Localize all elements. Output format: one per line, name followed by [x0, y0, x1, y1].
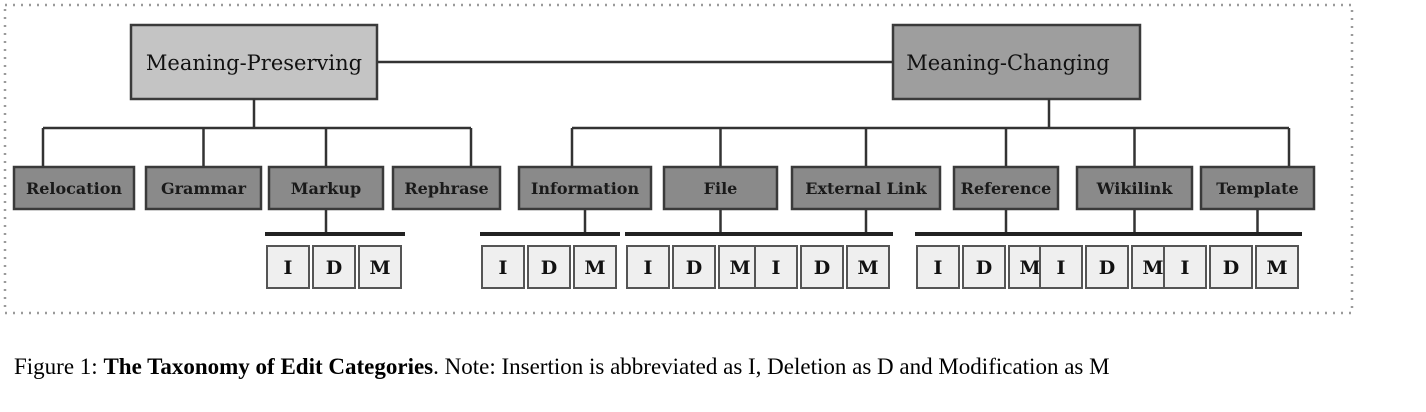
subcategory-file-d: D — [672, 245, 716, 289]
category-grammar: Grammar — [144, 165, 263, 211]
category-label: Markup — [291, 179, 361, 198]
taxonomy-diagram: Meaning-Preserving Meaning-Changing Relo… — [3, 3, 1354, 315]
category-external-link: External Link — [790, 165, 942, 211]
subcategory-label: D — [1223, 257, 1239, 279]
subcategory-wikilink-d: D — [1085, 245, 1129, 289]
subcategory-label: I — [772, 257, 781, 279]
subcategory-template-m: M — [1255, 245, 1299, 289]
subcategory-template-d: D — [1209, 245, 1253, 289]
subcategory-information-m: M — [573, 245, 617, 289]
subcategory-markup-d: D — [312, 245, 356, 289]
node-meaning-preserving-label: Meaning-Preserving — [146, 51, 362, 75]
category-file: File — [662, 165, 779, 211]
subcategory-label: I — [1181, 257, 1190, 279]
category-relocation: Relocation — [12, 165, 136, 211]
subcategory-label: M — [857, 257, 878, 279]
subcategory-label: I — [284, 257, 293, 279]
subcategory-label: I — [644, 257, 653, 279]
category-markup: Markup — [267, 165, 385, 211]
subcategory-label: D — [1099, 257, 1115, 279]
subcategory-wikilink-i: I — [1039, 245, 1083, 289]
subcategory-label: M — [369, 257, 390, 279]
category-label: Template — [1216, 179, 1298, 198]
subcategory-label: I — [934, 257, 943, 279]
subcategory-label: M — [1142, 257, 1163, 279]
subcategory-label: D — [326, 257, 342, 279]
subcategory-external-link-i: I — [754, 245, 798, 289]
subcategory-label: M — [584, 257, 605, 279]
diagram-frame — [3, 3, 1354, 315]
category-label: Reference — [961, 179, 1052, 198]
caption-title: The Taxonomy of Edit Categories — [103, 354, 434, 379]
subcategory-label: D — [541, 257, 557, 279]
figure-caption: Figure 1: The Taxonomy of Edit Categorie… — [14, 354, 1110, 380]
subcategory-label: M — [1019, 257, 1040, 279]
category-label: Rephrase — [404, 179, 488, 198]
node-meaning-changing-label: Meaning-Changing — [906, 51, 1110, 75]
category-rephrase: Rephrase — [391, 165, 502, 211]
subcategory-external-link-m: M — [846, 245, 890, 289]
node-meaning-preserving: Meaning-Preserving — [129, 23, 379, 101]
subcategory-template-i: I — [1163, 245, 1207, 289]
subcategory-label: D — [686, 257, 702, 279]
subcategory-reference-i: I — [916, 245, 960, 289]
subcategory-label: I — [1057, 257, 1066, 279]
subcategory-external-link-d: D — [800, 245, 844, 289]
category-label: Information — [531, 179, 640, 198]
subcategory-label: M — [1266, 257, 1287, 279]
subcategory-file-i: I — [626, 245, 670, 289]
category-label: External Link — [805, 179, 927, 198]
subcategory-label: D — [976, 257, 992, 279]
subcategory-markup-m: M — [358, 245, 402, 289]
category-label: File — [704, 179, 738, 198]
subcategory-label: M — [729, 257, 750, 279]
node-meaning-changing: Meaning-Changing — [891, 23, 1142, 101]
category-reference: Reference — [952, 165, 1060, 211]
category-wikilink: Wikilink — [1075, 165, 1194, 211]
subcategory-information-i: I — [481, 245, 525, 289]
subcategory-information-d: D — [527, 245, 571, 289]
category-information: Information — [517, 165, 653, 211]
caption-note: . Note: Insertion is abbreviated as I, D… — [433, 354, 1110, 379]
category-template: Template — [1199, 165, 1316, 211]
subcategory-label: I — [499, 257, 508, 279]
subcategory-label: D — [814, 257, 830, 279]
subcategory-reference-d: D — [962, 245, 1006, 289]
category-label: Relocation — [26, 179, 122, 198]
subcategory-markup-i: I — [266, 245, 310, 289]
caption-prefix: Figure 1: — [14, 354, 104, 379]
category-label: Grammar — [161, 179, 247, 198]
category-label: Wikilink — [1096, 179, 1174, 198]
